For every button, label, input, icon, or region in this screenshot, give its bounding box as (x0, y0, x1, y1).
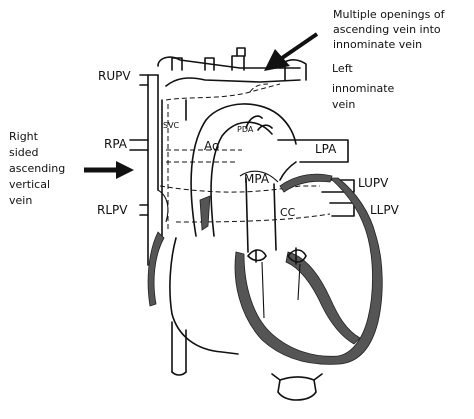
label-cc: CC (280, 206, 296, 219)
svc-vessel (161, 99, 187, 241)
annotation-right-line-3: ascending (9, 162, 65, 175)
main-pulmonary-artery (239, 170, 279, 253)
label-pda: PDA (237, 125, 254, 134)
heart-body (147, 173, 383, 376)
annotation-left-innominate: Left innominate vein (332, 62, 395, 111)
annotation-left-line-3: vein (332, 98, 355, 111)
label-rupv: RUPV (98, 69, 131, 83)
label-lpa: LPA (315, 142, 337, 156)
aortic-arch (190, 103, 297, 237)
annotation-top-line-3: innominate vein (333, 38, 422, 51)
label-lupv: LUPV (358, 176, 389, 190)
annotation-top-line-2: ascending vein into (333, 23, 441, 36)
annotation-right-line-5: vein (9, 194, 32, 207)
annotation-top-line-1: Multiple openings of (333, 8, 446, 21)
annotation-right-line-4: vertical (9, 178, 50, 191)
arrow-right-pointer (84, 161, 134, 179)
label-rlpv: RLPV (97, 203, 128, 217)
annotation-right-line-1: Right (9, 130, 39, 143)
common-chamber-outline (159, 185, 331, 223)
label-svc: SVC (163, 121, 180, 130)
label-mpa: MPA (244, 172, 270, 186)
valves (247, 247, 307, 319)
innominate-vein-top (157, 47, 307, 101)
descending-aorta (271, 373, 323, 401)
annotation-right-ascending: Right sided ascending vertical vein (9, 130, 65, 207)
right-ascending-vertical-vein (129, 74, 169, 266)
annotation-multiple-openings: Multiple openings of ascending vein into… (333, 8, 446, 51)
label-rpa: RPA (104, 137, 128, 151)
annotation-left-line-1: Left (332, 62, 353, 75)
annotation-left-line-2: innominate (332, 82, 395, 95)
annotation-right-line-2: sided (9, 146, 39, 159)
arrow-top-pointer (264, 32, 319, 71)
label-llpv: LLPV (370, 203, 400, 217)
pulmonary-arteries (166, 139, 349, 181)
